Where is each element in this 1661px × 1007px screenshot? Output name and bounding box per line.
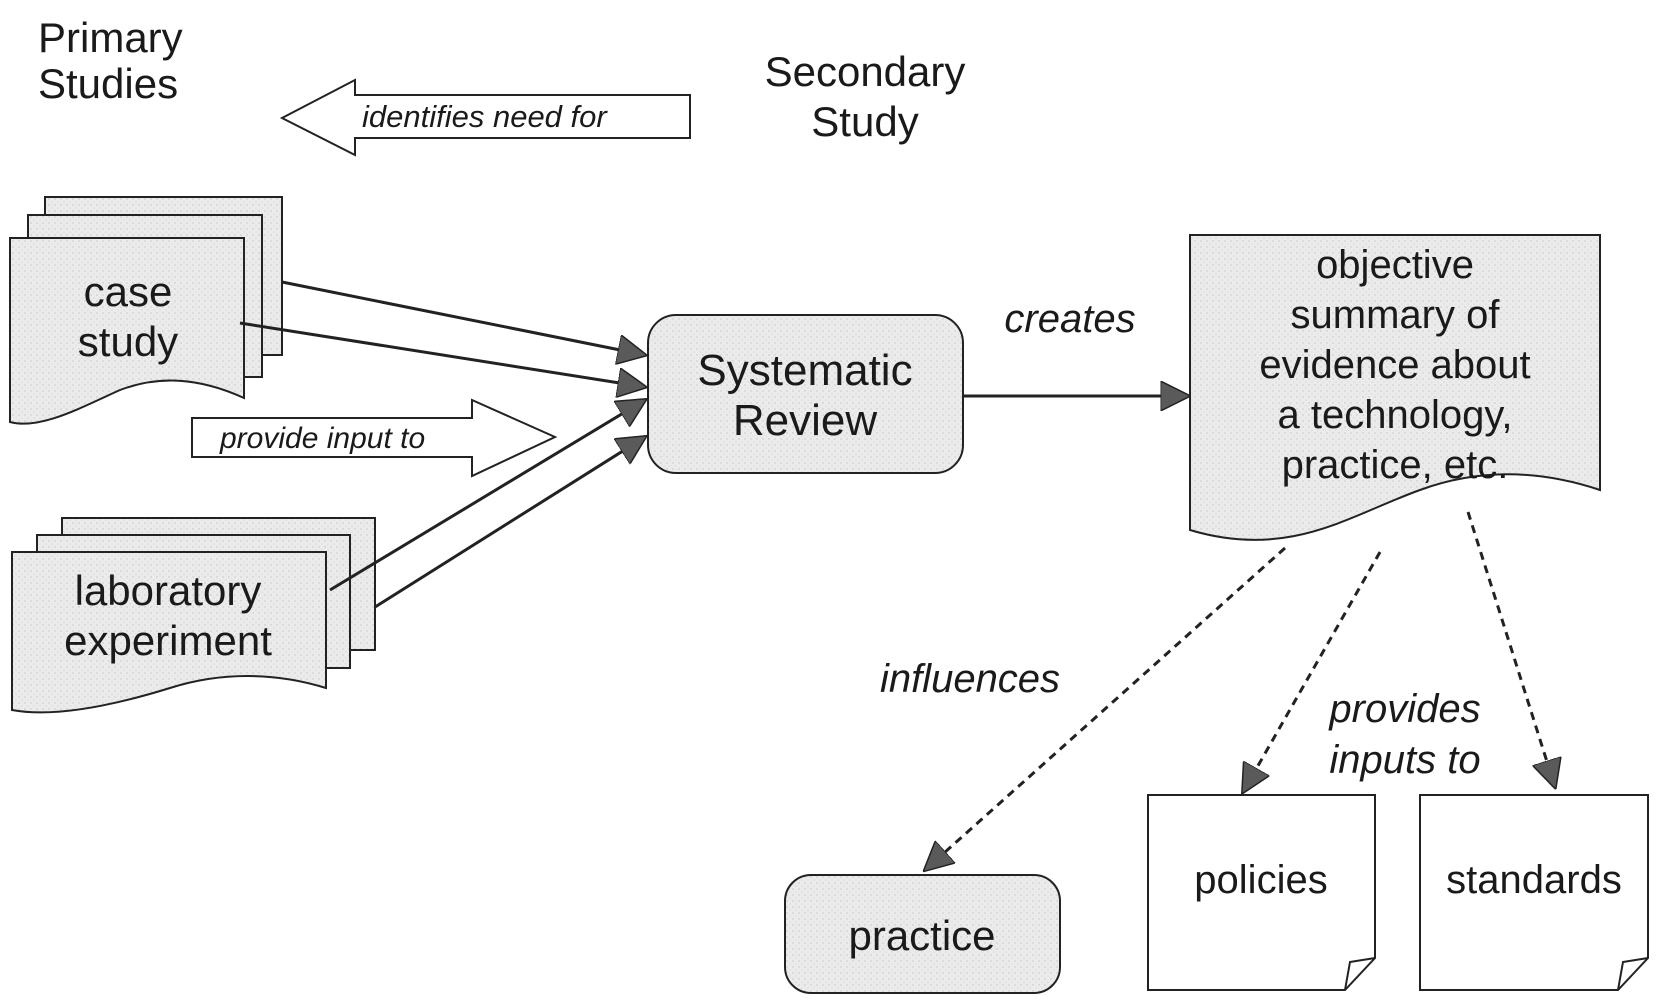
provide-input-label: provide input to [219, 422, 425, 455]
practice-label: practice [848, 912, 995, 959]
summary-label-line2: summary of [1291, 293, 1501, 337]
systematic-review-label-line2: Review [733, 396, 877, 445]
practice-node: practice [784, 874, 1061, 994]
influences-arrow [925, 546, 1287, 870]
policies-label: policies [1194, 858, 1327, 902]
input-arrow-3 [329, 400, 645, 592]
provides-inputs-arrow-policies [1243, 551, 1382, 792]
secondary-study-heading-line1: Secondary [765, 48, 966, 95]
input-arrow-4 [374, 437, 645, 609]
provide-input-arrow: provide input to [191, 398, 558, 478]
primary-studies-heading-line2: Studies [38, 60, 178, 107]
input-arrow-2 [239, 321, 645, 387]
summary-document-node: objective summary of evidence about a te… [1189, 234, 1601, 541]
secondary-study-heading-line2: Study [811, 98, 918, 145]
influences-label: influences [880, 657, 1060, 701]
case-study-label-line1: case [84, 268, 173, 315]
policies-node: policies [1147, 794, 1376, 991]
summary-label-line1: objective [1316, 243, 1474, 287]
standards-node: standards [1419, 794, 1649, 991]
case-study-label-line2: study [78, 318, 178, 365]
systematic-review-label-line1: Systematic [697, 346, 912, 395]
input-arrow-1 [281, 280, 645, 355]
identifies-need-arrow: identifies need for [279, 78, 691, 157]
creates-label: creates [1004, 297, 1135, 341]
summary-label-line5: practice, etc. [1282, 443, 1509, 487]
provides-inputs-label-line2: inputs to [1329, 738, 1480, 782]
lab-experiment-label-line1: laboratory [75, 567, 262, 614]
summary-label-line4: a technology, [1278, 393, 1513, 437]
case-study-node: case study [9, 196, 283, 425]
provides-inputs-arrow-standards [1466, 511, 1555, 787]
primary-studies-heading-line1: Primary [38, 14, 183, 61]
provides-inputs-label-line1: provides [1328, 687, 1480, 731]
lab-experiment-label-line2: experiment [64, 617, 272, 664]
output-arrows [925, 511, 1555, 870]
systematic-review-node: Systematic Review [647, 314, 964, 474]
identifies-need-label: identifies need for [362, 99, 608, 134]
summary-label-line3: evidence about [1259, 343, 1530, 387]
input-arrows [239, 280, 645, 609]
standards-label: standards [1446, 858, 1622, 902]
lab-experiment-node: laboratory experiment [11, 517, 376, 714]
